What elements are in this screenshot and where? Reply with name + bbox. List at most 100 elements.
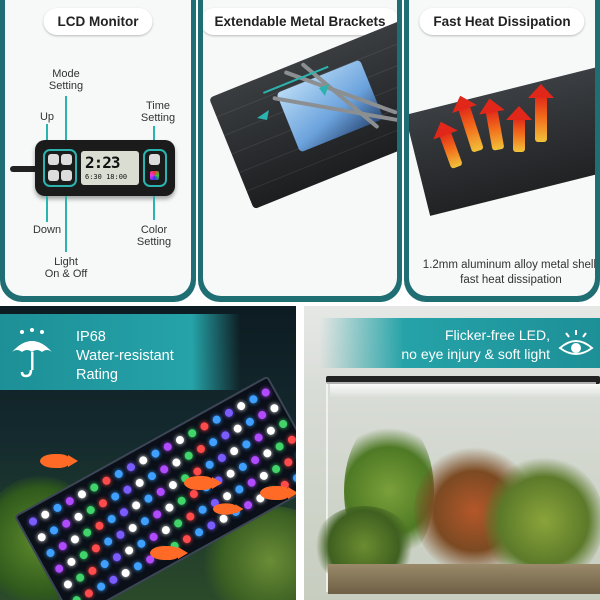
led-bead	[120, 567, 132, 579]
led-bead	[134, 477, 146, 489]
led-bead	[240, 438, 252, 450]
led-bead	[114, 529, 126, 541]
color-button-icon[interactable]	[150, 171, 159, 180]
led-bead	[274, 441, 286, 452]
down-leader-line	[46, 196, 48, 222]
led-bead	[94, 520, 105, 532]
led-bead	[139, 515, 151, 527]
led-bead	[205, 520, 217, 531]
led-bead	[295, 450, 296, 461]
led-bead	[270, 463, 282, 475]
led-bead	[66, 556, 77, 568]
led-bead	[162, 441, 174, 453]
flicker-text: Flicker-free LED, no eye injury & soft l…	[401, 326, 550, 364]
aquarium-substrate	[328, 564, 600, 594]
led-bead	[76, 488, 88, 500]
led-bead	[186, 427, 198, 439]
led-bead	[246, 477, 258, 489]
led-bead	[135, 538, 147, 550]
led-bead	[249, 454, 261, 466]
heat-description: 1.2mm aluminum alloy metal shell, fast h…	[422, 259, 595, 286]
led-bead	[158, 463, 170, 475]
led-bead	[163, 502, 175, 514]
tank-light-glow	[330, 384, 600, 398]
led-bead	[36, 531, 48, 543]
led-bead	[160, 524, 172, 536]
led-bead	[73, 511, 84, 523]
led-bead	[268, 402, 280, 414]
mode-leader-line	[65, 96, 67, 144]
led-bead	[195, 443, 207, 455]
led-bead	[123, 545, 135, 556]
led-bead	[99, 558, 111, 570]
lcd-monitor-title: LCD Monitor	[43, 8, 153, 35]
up-button[interactable]	[61, 154, 72, 165]
light-button[interactable]	[61, 170, 72, 181]
led-bead	[174, 434, 186, 446]
led-bead	[102, 536, 114, 547]
led-bead	[244, 416, 256, 428]
led-bead	[101, 475, 112, 487]
color-leader-line	[153, 196, 155, 220]
led-bead	[53, 563, 65, 575]
led-bead	[113, 468, 125, 480]
led-bead	[235, 400, 247, 412]
umbrella-icon	[12, 328, 52, 378]
led-bead	[155, 486, 167, 498]
led-bead	[69, 533, 81, 545]
led-bead	[71, 594, 83, 600]
led-bead	[253, 432, 265, 443]
led-bead	[247, 393, 259, 405]
led-bead	[137, 454, 149, 466]
mode-setting-label: Mode Setting	[48, 68, 84, 92]
led-bead	[225, 468, 237, 480]
led-bead	[111, 551, 123, 563]
led-bead	[90, 542, 102, 554]
light-leader-line	[65, 196, 67, 252]
waterproof-text: IP68 Water-resistant Rating	[76, 328, 174, 385]
led-bead	[232, 423, 244, 435]
led-bead	[167, 479, 179, 491]
led-bead	[125, 461, 137, 473]
heat-arrow-icon	[506, 106, 532, 152]
led-bead	[127, 522, 139, 534]
brackets-panel-inner: Extendable Metal Brackets	[203, 0, 397, 296]
led-bead	[143, 493, 154, 505]
led-bead	[184, 511, 196, 522]
led-bead	[78, 549, 90, 561]
led-bead	[207, 436, 219, 448]
heat-panel: Fast Heat Dissipation 1.2mm aluminum all…	[404, 0, 600, 302]
led-bead	[146, 470, 158, 482]
led-bead	[52, 502, 63, 514]
led-bead	[83, 587, 95, 599]
led-bead	[188, 488, 200, 500]
down-label: Down	[32, 224, 62, 236]
down-button[interactable]	[48, 170, 59, 181]
led-bead	[204, 459, 216, 471]
led-bead	[88, 482, 100, 493]
monitor-cable	[10, 166, 38, 172]
led-bead	[265, 425, 277, 437]
heat-panel-inner: Fast Heat Dissipation 1.2mm aluminum all…	[409, 0, 595, 296]
led-bead	[291, 472, 296, 484]
led-bead	[233, 483, 245, 495]
lcd-controller: 2:23 6:30 18:00	[35, 140, 175, 196]
fish	[260, 486, 296, 500]
led-bead	[258, 470, 270, 482]
lcd-time: 2:23	[85, 153, 121, 172]
led-bead	[282, 456, 294, 468]
led-bead	[256, 409, 268, 421]
led-bead	[85, 504, 97, 516]
led-bead	[62, 578, 74, 590]
led-bead	[74, 572, 86, 584]
time-leader-line	[153, 126, 155, 146]
time-button[interactable]	[149, 154, 160, 165]
fish	[184, 476, 222, 490]
led-bead	[286, 434, 296, 446]
led-bead	[86, 565, 98, 577]
mode-button[interactable]	[48, 154, 59, 165]
led-bead	[176, 495, 188, 507]
led-bead	[39, 509, 51, 521]
led-bead	[106, 513, 118, 525]
